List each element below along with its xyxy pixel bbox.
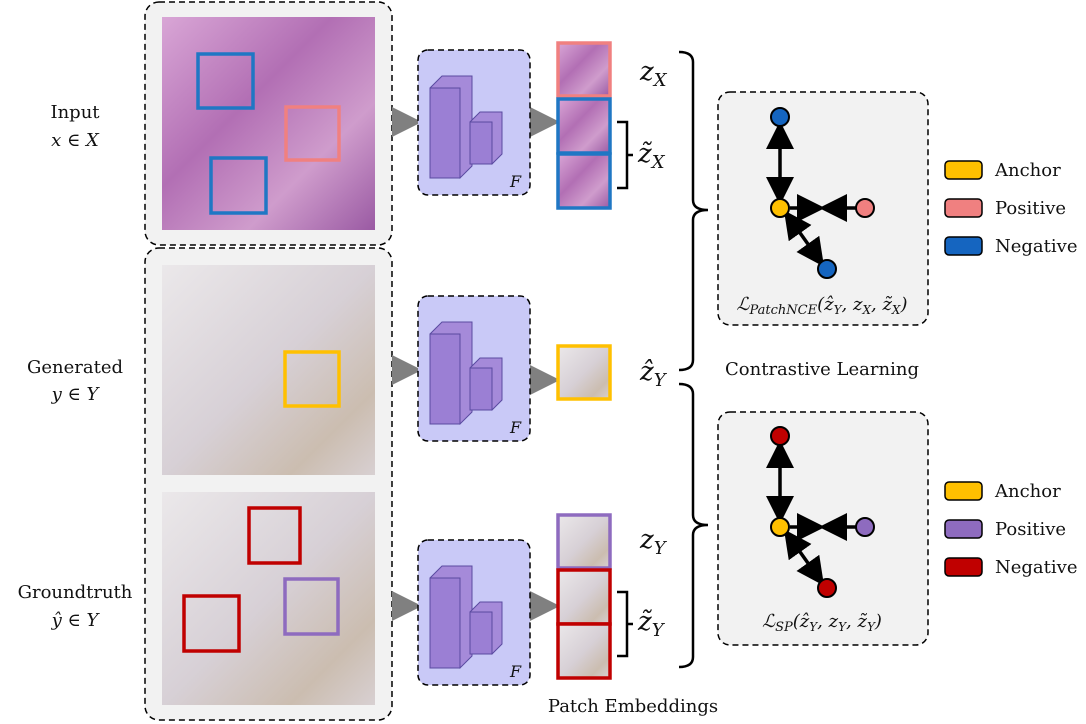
encoder-layer-face [469, 611, 493, 655]
embedding-negative-patch [556, 152, 612, 210]
embedding-negative-patch [556, 568, 612, 626]
encoder-layer-face [429, 333, 461, 425]
anchor-node [770, 198, 790, 218]
label-zY-tilde: z̃Y [637, 607, 666, 641]
bracket [617, 120, 633, 190]
label-zX: zX [639, 57, 668, 91]
input-negative-patch [209, 156, 268, 215]
encoder-F: F [417, 539, 531, 686]
embedding-positive-patch [556, 41, 612, 98]
svg-text:y ∈ Y: y ∈ Y [51, 384, 101, 405]
embedding-positive-patch [556, 513, 612, 570]
legend-label: Anchor [994, 481, 1061, 502]
encoder-label: F [509, 662, 522, 681]
positive-node [855, 198, 875, 218]
svg-text:x ∈ X: x ∈ X [51, 130, 100, 151]
negative-node [817, 259, 837, 279]
brace-bottom [678, 382, 709, 669]
bracket [617, 590, 633, 658]
patchnce-loss-formula: ℒPatchNCE(ẑY, zX, z̃X) [736, 294, 907, 318]
contrastive-learning-caption: Contrastive Learning [725, 359, 919, 380]
encoder-layer-face [469, 367, 493, 411]
row-label-generated: Generated y ∈ Y [27, 357, 123, 405]
negative-node [770, 426, 790, 446]
groundtruth-positive-patch [283, 577, 340, 636]
legend-swatch [944, 198, 983, 218]
generated-image [162, 265, 375, 475]
brace-top [678, 50, 709, 372]
anchor-node [770, 517, 790, 537]
groundtruth-negative-patch [247, 506, 302, 565]
svg-text:Groundtruth: Groundtruth [18, 582, 133, 603]
label-zY-hat: ẑY [639, 357, 668, 391]
input-negative-patch [196, 52, 255, 110]
encoder-F: F [417, 295, 531, 442]
groundtruth-image [162, 492, 375, 705]
label-zY: zY [639, 525, 668, 559]
svg-text:Generated: Generated [27, 357, 123, 378]
legend-item-anchor: Anchor [944, 481, 1061, 502]
legend-label: Positive [995, 198, 1066, 219]
groundtruth-negative-patch [182, 594, 241, 653]
legend-item-negative: Negative [944, 236, 1077, 257]
legend-label: Positive [995, 519, 1066, 540]
encoder-label: F [509, 172, 522, 191]
negative-edge [783, 529, 825, 586]
encoder-label: F [509, 418, 522, 437]
embedding-anchor-patch [556, 344, 612, 401]
patch-embeddings-caption: Patch Embeddings [548, 696, 718, 717]
input-positive-patch [284, 105, 341, 162]
generated-anchor-patch [283, 350, 341, 408]
encoder-layer-face [429, 87, 461, 179]
legend-item-positive: Positive [944, 519, 1066, 540]
legend-swatch [944, 557, 983, 577]
encoder-layer-face [469, 121, 493, 165]
legend-label: Negative [995, 557, 1077, 578]
legend-item-negative: Negative [944, 557, 1077, 578]
svg-text:Input: Input [50, 102, 100, 123]
positive-node [855, 517, 875, 537]
legend-label: Negative [995, 236, 1077, 257]
label-zX-tilde: z̃X [637, 139, 666, 173]
contrastive-graph [766, 426, 875, 598]
legend-item-positive: Positive [944, 198, 1066, 219]
negative-node [770, 107, 790, 127]
embedding-negative-patch [556, 622, 612, 680]
encoder-layer-face [429, 577, 461, 669]
negative-edge [783, 210, 825, 267]
legend-label: Anchor [994, 160, 1061, 181]
legend-item-anchor: Anchor [944, 160, 1061, 181]
encoder-F: F [417, 49, 531, 196]
row-label-groundtruth: Groundtruth ŷ ∈ Y [18, 582, 133, 631]
legend-swatch [944, 519, 983, 539]
legend-swatch [944, 481, 983, 501]
embedding-negative-patch [556, 97, 612, 155]
svg-text:ŷ ∈ Y: ŷ ∈ Y [51, 610, 101, 631]
sp-loss-formula: ℒSP(ẑY, zY, z̃Y) [762, 611, 882, 635]
legend-swatch [944, 160, 983, 180]
legend-swatch [944, 236, 983, 256]
input-image [162, 17, 375, 230]
row-label-input: Input x ∈ X [50, 102, 100, 151]
negative-node [817, 578, 837, 598]
patchnce-loss-panel [717, 91, 929, 326]
contrastive-graph [766, 107, 875, 279]
